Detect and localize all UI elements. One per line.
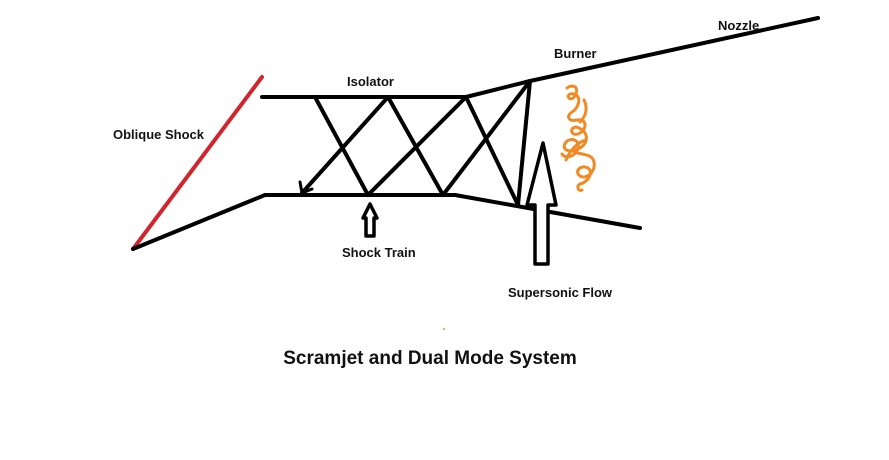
- supersonic-flow-label: Supersonic Flow: [508, 285, 613, 300]
- diagram-caption: Scramjet and Dual Mode System: [283, 348, 577, 369]
- burner-top-wall: [464, 79, 532, 99]
- shock-train-arrow: [361, 202, 379, 238]
- isolator-label: Isolator: [347, 74, 394, 89]
- nozzle-label: Nozzle: [718, 18, 760, 33]
- supersonic-flow-arrow: [525, 141, 558, 266]
- shock-train-lines: [300, 79, 532, 207]
- flame-scribble: [560, 84, 596, 192]
- oblique-shock-label: Oblique Shock: [113, 127, 205, 142]
- burner-label: Burner: [554, 46, 597, 61]
- shock-train-label: Shock Train: [342, 245, 416, 260]
- nozzle-top-wall: [528, 16, 820, 83]
- stray-dot: [443, 328, 445, 330]
- oblique-shock-line: [131, 75, 264, 251]
- inlet-ramp-line: [131, 193, 267, 251]
- shock-train-arrowhead: [298, 180, 314, 195]
